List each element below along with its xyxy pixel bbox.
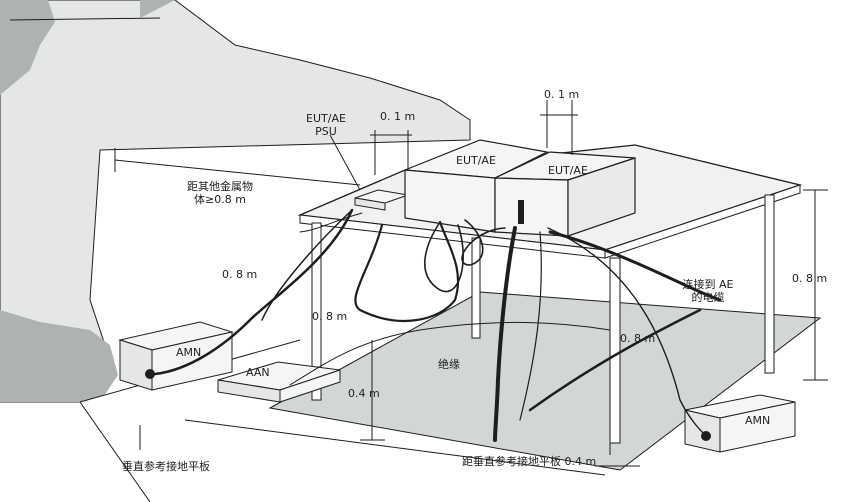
psu-box (354, 189, 409, 211)
vertical-reference-ground-plane (0, 0, 471, 403)
eut-ae-box-right (494, 151, 636, 237)
insulation-label: 绝缘 (438, 358, 460, 371)
metal-distance-label: 距其他金属物 体≥0.8 m (175, 180, 265, 206)
dim-0-8m-left-cable: 0. 8 m (222, 268, 258, 281)
eut-ae-box-left (404, 139, 549, 233)
dim-0-1m-right: 0. 1 m (544, 88, 580, 101)
aan-box (217, 361, 341, 403)
ae-cable-line2: 的电缆 (691, 291, 725, 304)
dim-0-1m-left: 0. 1 m (380, 110, 416, 123)
psu-label: EUT/AE PSU (296, 112, 356, 138)
ae-cable-line1: 连接到 AE (682, 278, 734, 291)
aan-label: AAN (246, 366, 270, 379)
eut-ae-label-right: EUT/AE (548, 164, 588, 177)
dimension-lines (114, 100, 828, 467)
ae-cable-label: 连接到 AE 的电缆 (668, 278, 748, 304)
metal-distance-line2: 体≥0.8 m (194, 193, 246, 206)
amn-label-left: AMN (176, 346, 202, 359)
eut-ae-label-left: EUT/AE (456, 154, 496, 167)
amn-box-right (684, 394, 796, 453)
insulation-mat (268, 291, 822, 471)
dim-0-8m-right-cable: 0. 8 m (620, 332, 656, 345)
dim-0-8m-mid-cable: 0. 8 m (312, 310, 348, 323)
vertical-plane-distance-label: 距垂直参考接地平板 0.4 m (462, 455, 597, 468)
vertical-ground-plane-label: 垂直参考接地平板 (122, 460, 210, 473)
psu-label-line2: PSU (315, 125, 337, 138)
amn-label-right: AMN (745, 414, 771, 427)
metal-distance-line1: 距其他金属物 (187, 180, 253, 193)
cables (153, 208, 722, 442)
dim-0-4m-height: 0.4 m (348, 387, 380, 400)
amn-box-left (118, 321, 234, 391)
dim-0-8m-height: 0. 8 m (792, 272, 828, 285)
psu-label-line1: EUT/AE (306, 112, 346, 125)
